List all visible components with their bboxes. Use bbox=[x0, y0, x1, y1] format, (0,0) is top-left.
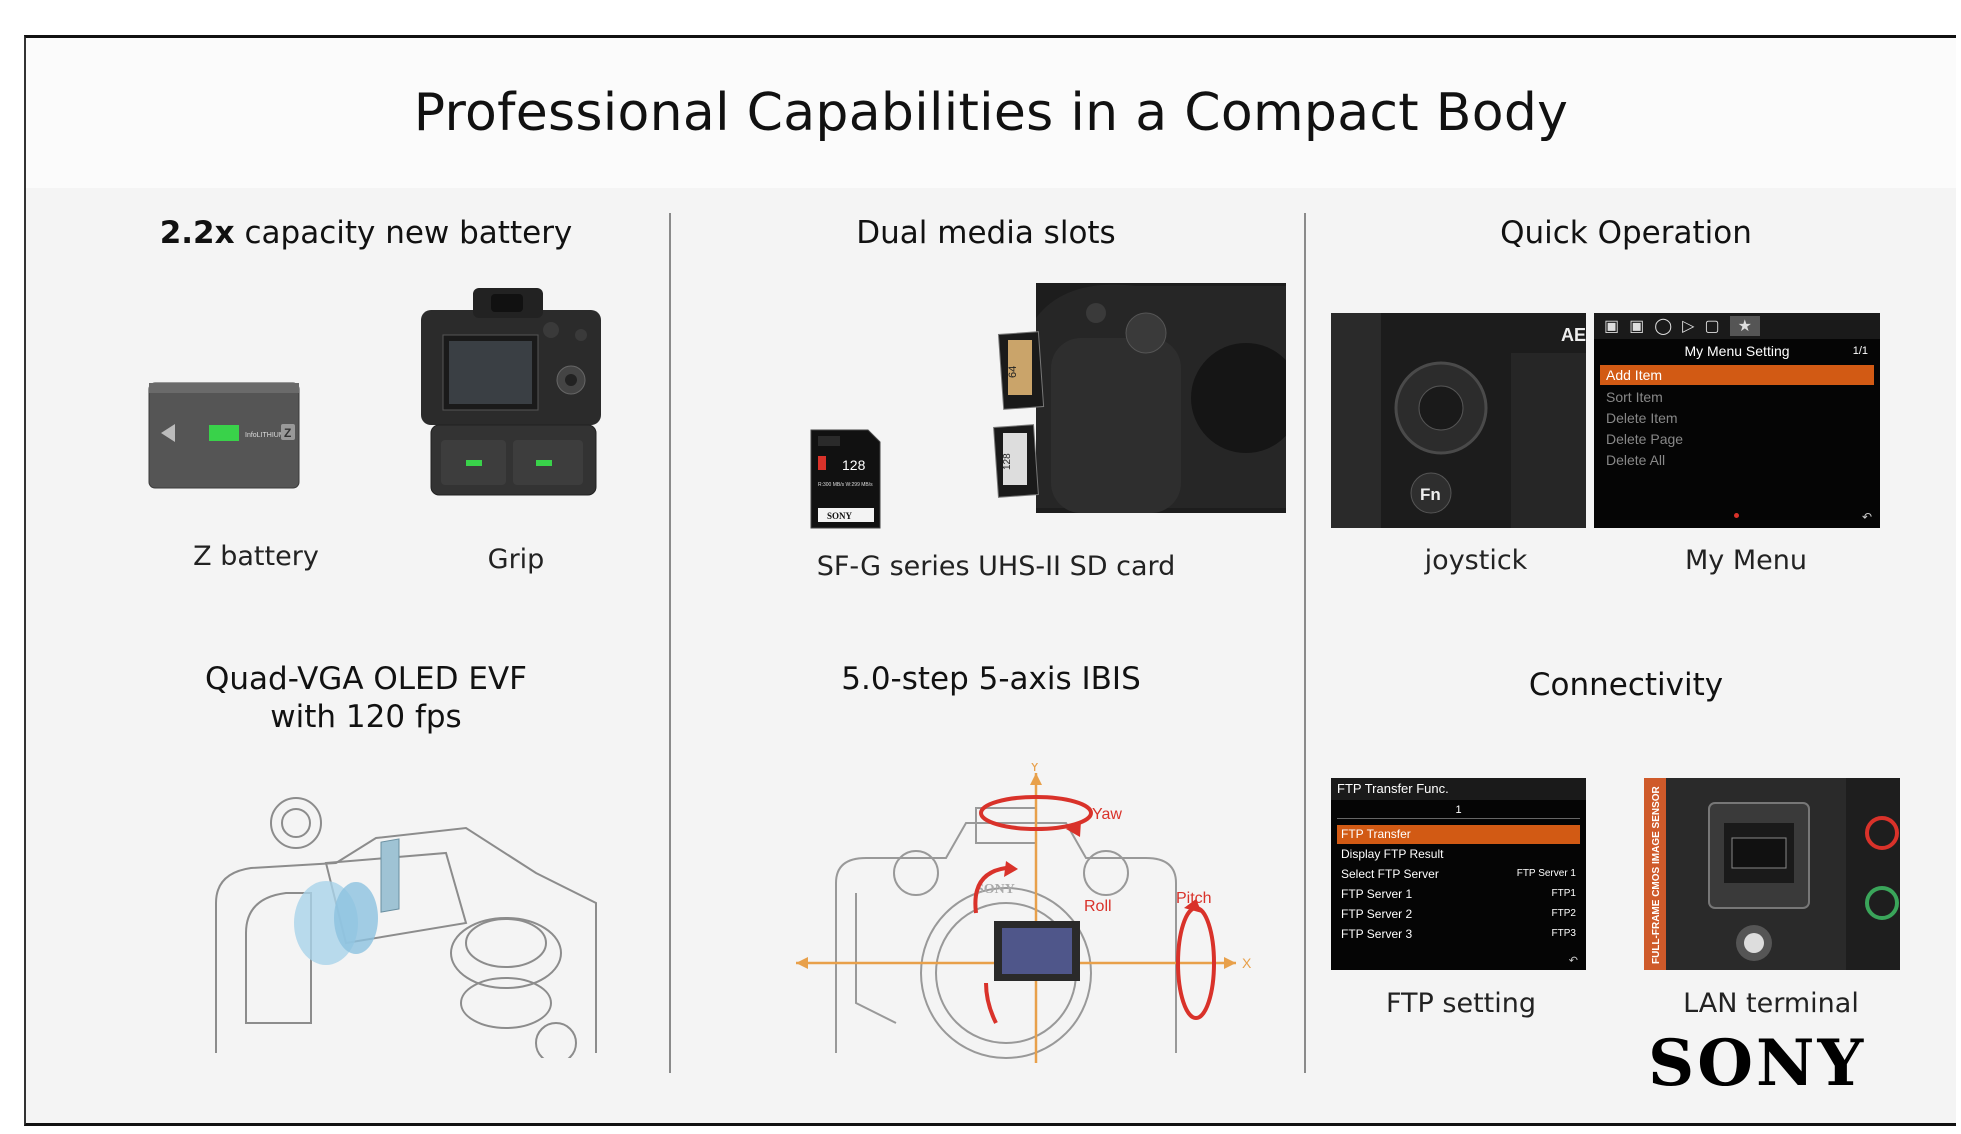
my-menu-item[interactable]: Delete Item bbox=[1606, 410, 1678, 426]
ae-label: AE bbox=[1561, 325, 1586, 345]
joystick-caption: joystick bbox=[1424, 545, 1528, 576]
battery-heading-bold: 2.2x bbox=[159, 215, 235, 251]
ftp-row[interactable]: Select FTP Server FTP Server 1 bbox=[1337, 864, 1580, 884]
my-menu-item[interactable]: Delete All bbox=[1606, 452, 1666, 468]
evf-heading-line1: Quad-VGA OLED EVF bbox=[205, 661, 527, 697]
ftp-row[interactable]: FTP Transfer bbox=[1337, 825, 1580, 844]
sony-logo: SONY bbox=[1648, 1026, 1867, 1101]
slide-content: 2.2x capacity new battery InfoLITHIUM Z bbox=[26, 188, 1956, 1123]
ftp-row-label: FTP Transfer bbox=[1341, 827, 1411, 841]
setup-tab-icon: ▢ bbox=[1704, 318, 1720, 335]
quick-operation-heading: Quick Operation bbox=[1500, 215, 1752, 251]
battery-label: InfoLITHIUM bbox=[245, 432, 285, 439]
ftp-setting-caption: FTP setting bbox=[1385, 988, 1537, 1019]
ftp-row-label: FTP Server 3 bbox=[1341, 927, 1413, 941]
star-tab-icon: ★ bbox=[1729, 316, 1760, 336]
ftp-back-icon: ↶ bbox=[1568, 955, 1578, 967]
ibis-y-label: Y bbox=[1030, 763, 1040, 774]
ftp-row-label: Select FTP Server bbox=[1341, 867, 1439, 881]
column-divider-left bbox=[669, 213, 671, 1073]
my-menu-screen: ▣ ▣ ◯ ▷ ▢ ★ My Menu Setting 1/1 Add Item… bbox=[1594, 313, 1880, 528]
ibis-heading: 5.0-step 5-axis IBIS bbox=[841, 661, 1141, 697]
ftp-row-value: FTP Server 1 bbox=[1516, 868, 1576, 879]
my-menu-title-row: My Menu Setting 1/1 bbox=[1594, 339, 1880, 363]
z-battery-caption: Z battery bbox=[193, 541, 319, 572]
ibis-pitch-label: Pitch bbox=[1176, 890, 1212, 907]
ibis-body-brand: SONY bbox=[976, 882, 1015, 897]
ibis-yaw-label: Yaw bbox=[1092, 806, 1122, 823]
ftp-row[interactable]: FTP Server 2 FTP2 bbox=[1337, 904, 1580, 924]
ftp-row-label: FTP Server 2 bbox=[1341, 907, 1413, 921]
my-menu-item[interactable]: Add Item bbox=[1600, 365, 1874, 385]
my-menu-page-dot bbox=[1734, 513, 1739, 518]
column-divider-right bbox=[1304, 213, 1306, 1073]
grip-illustration bbox=[421, 288, 601, 496]
ftp-row[interactable]: Display FTP Result bbox=[1337, 844, 1580, 864]
slide-title: Professional Capabilities in a Compact B… bbox=[413, 83, 1569, 143]
grip-caption: Grip bbox=[487, 544, 545, 575]
ibis-diagram: SONY Yaw Pitch Roll X Y bbox=[796, 763, 1252, 1063]
my-menu-item[interactable]: Sort Item bbox=[1606, 389, 1663, 405]
ftp-row[interactable]: FTP Server 3 FTP3 bbox=[1337, 924, 1580, 944]
sd-card-capacity: 128 bbox=[842, 457, 866, 473]
ftp-tab: 1 bbox=[1337, 802, 1580, 819]
ftp-row-value: FTP3 bbox=[1551, 928, 1576, 939]
media-heading: Dual media slots bbox=[856, 215, 1116, 251]
my-menu-caption: My Menu bbox=[1685, 545, 1807, 576]
my-menu-item[interactable]: Delete Page bbox=[1606, 431, 1684, 447]
ftp-row-label: FTP Server 1 bbox=[1341, 887, 1413, 901]
ftp-row[interactable]: FTP Server 1 FTP1 bbox=[1337, 884, 1580, 904]
evf-illustration bbox=[215, 797, 597, 1058]
lan-terminal-caption: LAN terminal bbox=[1683, 988, 1859, 1019]
slot-card-1: 64 bbox=[1007, 366, 1019, 378]
slot-card-2: 128 bbox=[1002, 453, 1013, 470]
battery-heading-rest: capacity new battery bbox=[234, 215, 573, 251]
ftp-row-value: FTP2 bbox=[1551, 908, 1576, 919]
lan-terminal-illustration: FULL-FRAME CMOS IMAGE SENSOR bbox=[1644, 778, 1900, 970]
ftp-row-label: Display FTP Result bbox=[1341, 847, 1444, 861]
ibis-x-label: X bbox=[1242, 955, 1252, 971]
connectivity-heading: Connectivity bbox=[1528, 667, 1724, 703]
joystick-illustration: Fn AE bbox=[1331, 313, 1586, 528]
my-menu-back-icon: ↶ bbox=[1861, 510, 1872, 524]
my-menu-page: 1/1 bbox=[1852, 345, 1868, 357]
network-tab-icon: ◯ bbox=[1654, 318, 1673, 335]
ibis-roll-label: Roll bbox=[1084, 898, 1112, 915]
slide: Professional Capabilities in a Compact B… bbox=[24, 35, 1956, 1126]
camera2-tab-icon: ▣ bbox=[1629, 318, 1645, 335]
evf-heading-line2: with 120 fps bbox=[270, 699, 462, 735]
sd-card-speed: R:300 MB/s W:299 MB/s bbox=[818, 482, 873, 488]
sd-card-brand: SONY bbox=[827, 511, 853, 521]
my-menu-tab-bar: ▣ ▣ ◯ ▷ ▢ ★ bbox=[1594, 313, 1880, 339]
camera1-tab-icon: ▣ bbox=[1604, 318, 1620, 335]
ftp-title: FTP Transfer Func. bbox=[1331, 778, 1586, 800]
battery-heading: 2.2x capacity new battery bbox=[86, 214, 646, 252]
title-bar: Professional Capabilities in a Compact B… bbox=[26, 38, 1956, 188]
ftp-row-value: FTP1 bbox=[1551, 888, 1576, 899]
playback-tab-icon: ▷ bbox=[1682, 318, 1695, 335]
evf-heading: Quad-VGA OLED EVF with 120 fps bbox=[106, 660, 626, 736]
battery-letter: Z bbox=[284, 426, 291, 440]
sd-card-caption: SF-G series UHS-II SD card bbox=[816, 551, 1176, 582]
sensor-label: FULL-FRAME CMOS IMAGE SENSOR bbox=[1651, 785, 1662, 964]
fn-button-label: Fn bbox=[1420, 485, 1441, 504]
sd-card-illustration: 128 R:300 MB/s W:299 MB/s SONY bbox=[810, 429, 881, 529]
z-battery-illustration: InfoLITHIUM Z bbox=[148, 382, 300, 489]
my-menu-title: My Menu Setting bbox=[1684, 343, 1790, 359]
media-slots-camera-illustration: 64 128 bbox=[993, 283, 1286, 513]
ftp-setting-screen: FTP Transfer Func. 1 FTP Transfer Displa… bbox=[1331, 778, 1586, 970]
